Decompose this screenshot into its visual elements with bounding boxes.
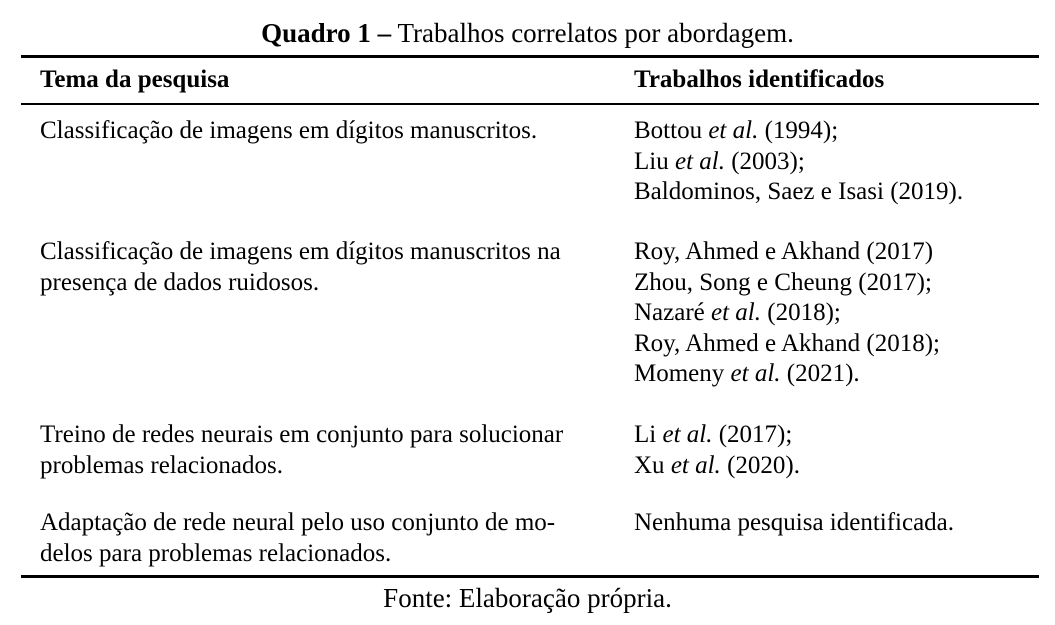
work-etal: et al. xyxy=(730,360,781,387)
theme-line: Classificação de imagens em dígitos manu… xyxy=(40,238,561,265)
work-etal: et al. xyxy=(711,299,762,326)
work-year: (2017); xyxy=(718,421,793,448)
works-cell: Roy, Ahmed e Akhand (2017)Zhou, Song e C… xyxy=(634,237,1034,390)
work-year: (2020). xyxy=(727,451,800,479)
column-header-theme: Tema da pesquisa xyxy=(40,66,230,93)
work-etal: et al. xyxy=(670,451,721,479)
work-author: Roy, Ahmed e Akhand xyxy=(634,238,861,265)
top-rule xyxy=(21,55,1039,58)
theme-line: Adaptação de rede neural pelo uso conjun… xyxy=(40,509,556,536)
work-year: (1994); xyxy=(764,117,839,144)
work-reference: Momeny et al. (2021). xyxy=(634,359,1034,390)
works-cell: Li et al. (2017);Xu et al. (2020). xyxy=(634,420,1034,481)
bottom-rule xyxy=(21,575,1039,578)
work-reference: Roy, Ahmed e Akhand (2017) xyxy=(634,237,1034,268)
work-year: (2018); xyxy=(866,329,940,357)
theme-line: presença de dados ruidosos. xyxy=(40,268,320,296)
work-etal: et al. xyxy=(674,147,725,175)
works-cell: Bottou et al. (1994);Liu et al. (2003);B… xyxy=(634,116,1034,208)
theme-line: Treino de redes neurais em conjunto para… xyxy=(40,421,564,448)
work-author: Liu xyxy=(634,147,669,175)
work-reference: Nenhuma pesquisa identificada. xyxy=(634,508,1034,539)
work-year: (2003); xyxy=(731,147,805,175)
column-header-works: Trabalhos identificados xyxy=(634,66,885,93)
work-author: Roy, Ahmed e Akhand xyxy=(634,329,861,357)
work-author: Li xyxy=(634,421,657,448)
work-year: (2018); xyxy=(767,299,841,326)
table-source: Fonte: Elaboração própria. xyxy=(383,583,672,613)
theme-line: problemas relacionados. xyxy=(40,451,283,479)
theme-cell: Classificação de imagens em dígitos manu… xyxy=(40,237,615,298)
work-reference: Zhou, Song e Cheung (2017); xyxy=(634,268,1034,299)
theme-line: delos para problemas relacionados. xyxy=(40,539,392,567)
caption-label: Quadro 1 – xyxy=(261,18,392,48)
work-reference: Nazaré et al. (2018); xyxy=(634,298,1034,329)
work-author: Nazaré xyxy=(634,299,705,326)
theme-cell: Classificação de imagens em dígitos manu… xyxy=(40,116,615,147)
works-cell: Nenhuma pesquisa identificada. xyxy=(634,508,1034,539)
header-rule xyxy=(21,103,1039,105)
work-reference: Bottou et al. (1994); xyxy=(634,116,1034,147)
work-year: (2017); xyxy=(858,268,932,296)
theme-cell: Treino de redes neurais em conjunto para… xyxy=(40,420,615,481)
work-reference: Baldominos, Saez e Isasi (2019). xyxy=(634,177,1034,208)
work-reference: Li et al. (2017); xyxy=(634,420,1034,451)
work-year: (2021). xyxy=(786,360,860,387)
work-author: Baldominos, Saez e Isasi xyxy=(634,178,884,205)
work-author: Zhou, Song e Cheung xyxy=(634,268,853,296)
work-reference: Roy, Ahmed e Akhand (2018); xyxy=(634,329,1034,360)
caption-title: Trabalhos correlatos por abordagem. xyxy=(397,18,794,48)
work-reference: Xu et al. (2020). xyxy=(634,451,1034,482)
table-caption: Quadro 1 – Trabalhos correlatos por abor… xyxy=(0,16,1055,50)
work-year: (2019). xyxy=(890,178,964,205)
work-etal: et al. xyxy=(662,421,713,448)
work-etal: et al. xyxy=(708,117,759,144)
work-author: Bottou xyxy=(634,117,703,144)
work-author: Momeny xyxy=(634,360,725,387)
work-author: Xu xyxy=(634,451,665,479)
work-author: Nenhuma pesquisa identificada. xyxy=(634,509,955,536)
work-reference: Liu et al. (2003); xyxy=(634,147,1034,178)
work-year: (2017) xyxy=(866,238,934,265)
theme-line: Classificação de imagens em dígitos manu… xyxy=(40,117,538,144)
theme-cell: Adaptação de rede neural pelo uso conjun… xyxy=(40,508,615,569)
